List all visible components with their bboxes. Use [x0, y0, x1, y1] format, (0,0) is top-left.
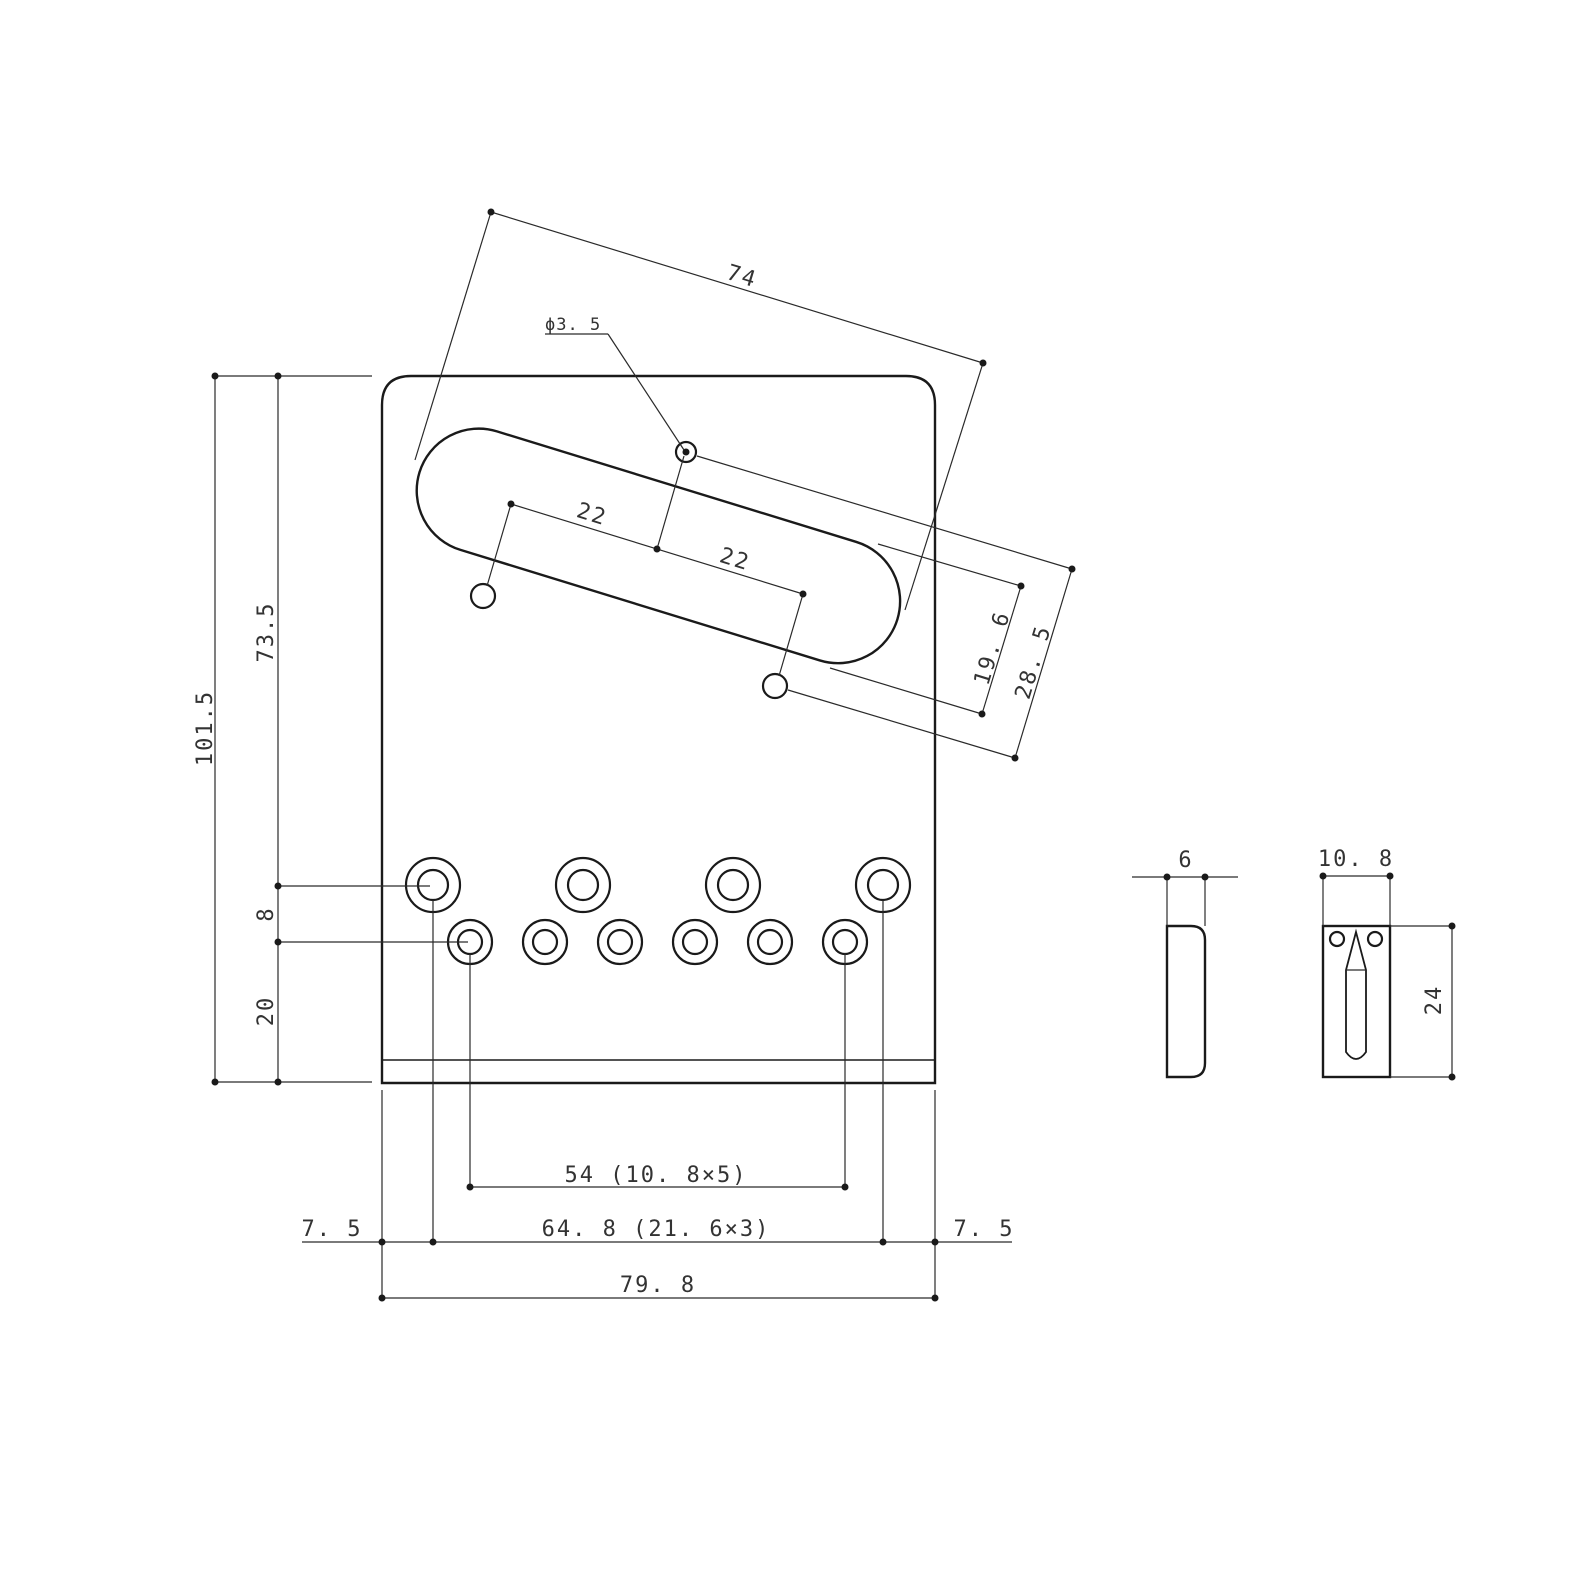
side-view: 6 — [1132, 848, 1238, 1079]
dim-string-spacing: 54 (10. 8×5) — [565, 1163, 748, 1188]
dim-plate-width: 79. 8 — [620, 1273, 696, 1298]
dim-pickup-to-saddle: 73.5 — [254, 602, 279, 663]
dim-slot-width: 19. 6 — [970, 608, 1016, 688]
dim-screw-hole-diameter: ϕ3. 5 — [545, 315, 601, 335]
pickup-slot — [415, 427, 902, 665]
bottom-dimensions: 54 (10. 8×5) 7. 5 64. 8 (21. 6×3) 7. 5 7… — [302, 900, 1015, 1302]
dim-bottom-row-to-edge: 20 — [254, 996, 279, 1027]
string-holes — [446, 918, 869, 966]
dim-pickup-hole-right: 22 — [717, 543, 753, 576]
dim-hole-row-gap: 8 — [254, 906, 279, 921]
dim-saddle-width: 10. 8 — [1318, 847, 1394, 872]
dim-outer-spacing: 64. 8 (21. 6×3) — [542, 1217, 771, 1242]
plate-outline — [380, 374, 937, 1085]
pickup-screw-hole-left — [469, 582, 497, 610]
pickup-screw-hole-right — [761, 672, 789, 700]
dim-pickup-hole-left: 22 — [574, 498, 610, 531]
bridge-plate — [380, 374, 937, 1085]
dim-left-margin: 7. 5 — [302, 1217, 363, 1242]
dim-overall-height: 101.5 — [193, 690, 218, 766]
saddle-screw-holes — [404, 856, 912, 914]
saddle-view: 10. 8 24 — [1318, 847, 1456, 1081]
slot-dimensions: 74 ϕ3. 5 22 22 19. 6 28. 5 — [414, 208, 1076, 762]
dim-side-thickness: 6 — [1178, 848, 1193, 873]
dim-pickup-hole-offset: 28. 5 — [1011, 622, 1057, 702]
left-dimensions: 101.5 73.5 8 20 — [193, 372, 468, 1086]
dim-right-margin: 7. 5 — [954, 1217, 1015, 1242]
dim-saddle-height: 24 — [1422, 985, 1447, 1016]
dim-slot-length: 74 — [724, 260, 760, 293]
